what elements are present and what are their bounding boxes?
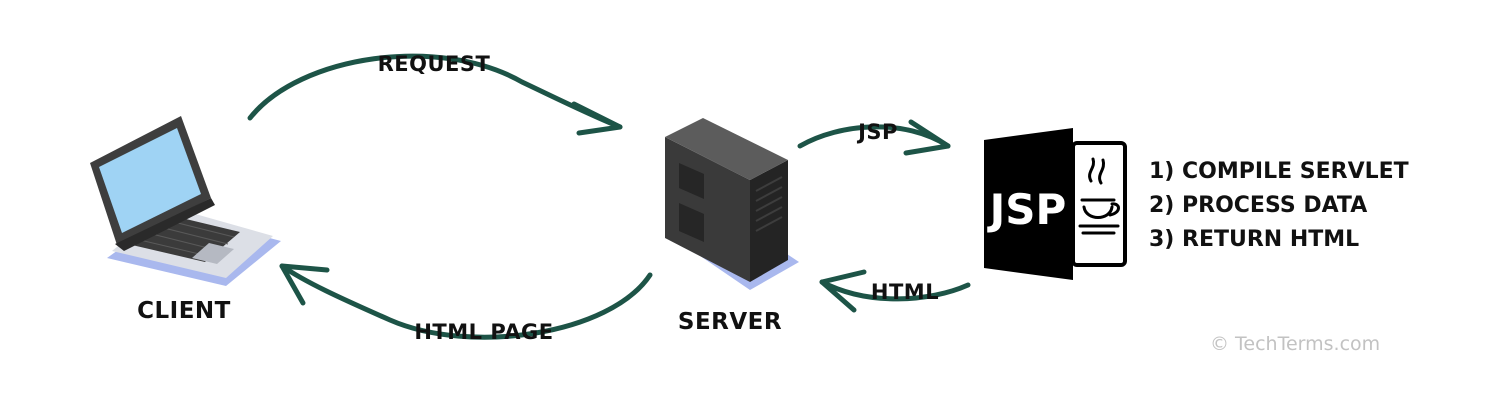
java-cup-icon (1078, 157, 1120, 235)
server-icon (665, 118, 799, 290)
html-arrow-label: HTML (871, 280, 939, 304)
step-item: 1) COMPILE SERVLET (1149, 159, 1409, 184)
jsp-file-icon: JSP (984, 128, 1127, 280)
step-item: 3) RETURN HTML (1149, 227, 1359, 252)
server-label: SERVER (678, 309, 782, 335)
jsp-arrow (797, 119, 951, 156)
client-label: CLIENT (137, 298, 231, 324)
steps-list: 1) COMPILE SERVLET 2) PROCESS DATA 3) RE… (1149, 159, 1409, 252)
html-arrow (819, 269, 971, 313)
request-label: REQUEST (378, 52, 491, 76)
html-page-label: HTML PAGE (414, 320, 553, 344)
credit-text: © TechTerms.com (1210, 333, 1380, 355)
jsp-arrow-label: JSP (856, 120, 898, 144)
request-arrow (247, 53, 623, 136)
step-item: 2) PROCESS DATA (1149, 193, 1367, 218)
html-page-arrow (279, 263, 653, 340)
laptop-icon (90, 116, 281, 286)
jsp-icon-label: JSP (987, 185, 1067, 234)
